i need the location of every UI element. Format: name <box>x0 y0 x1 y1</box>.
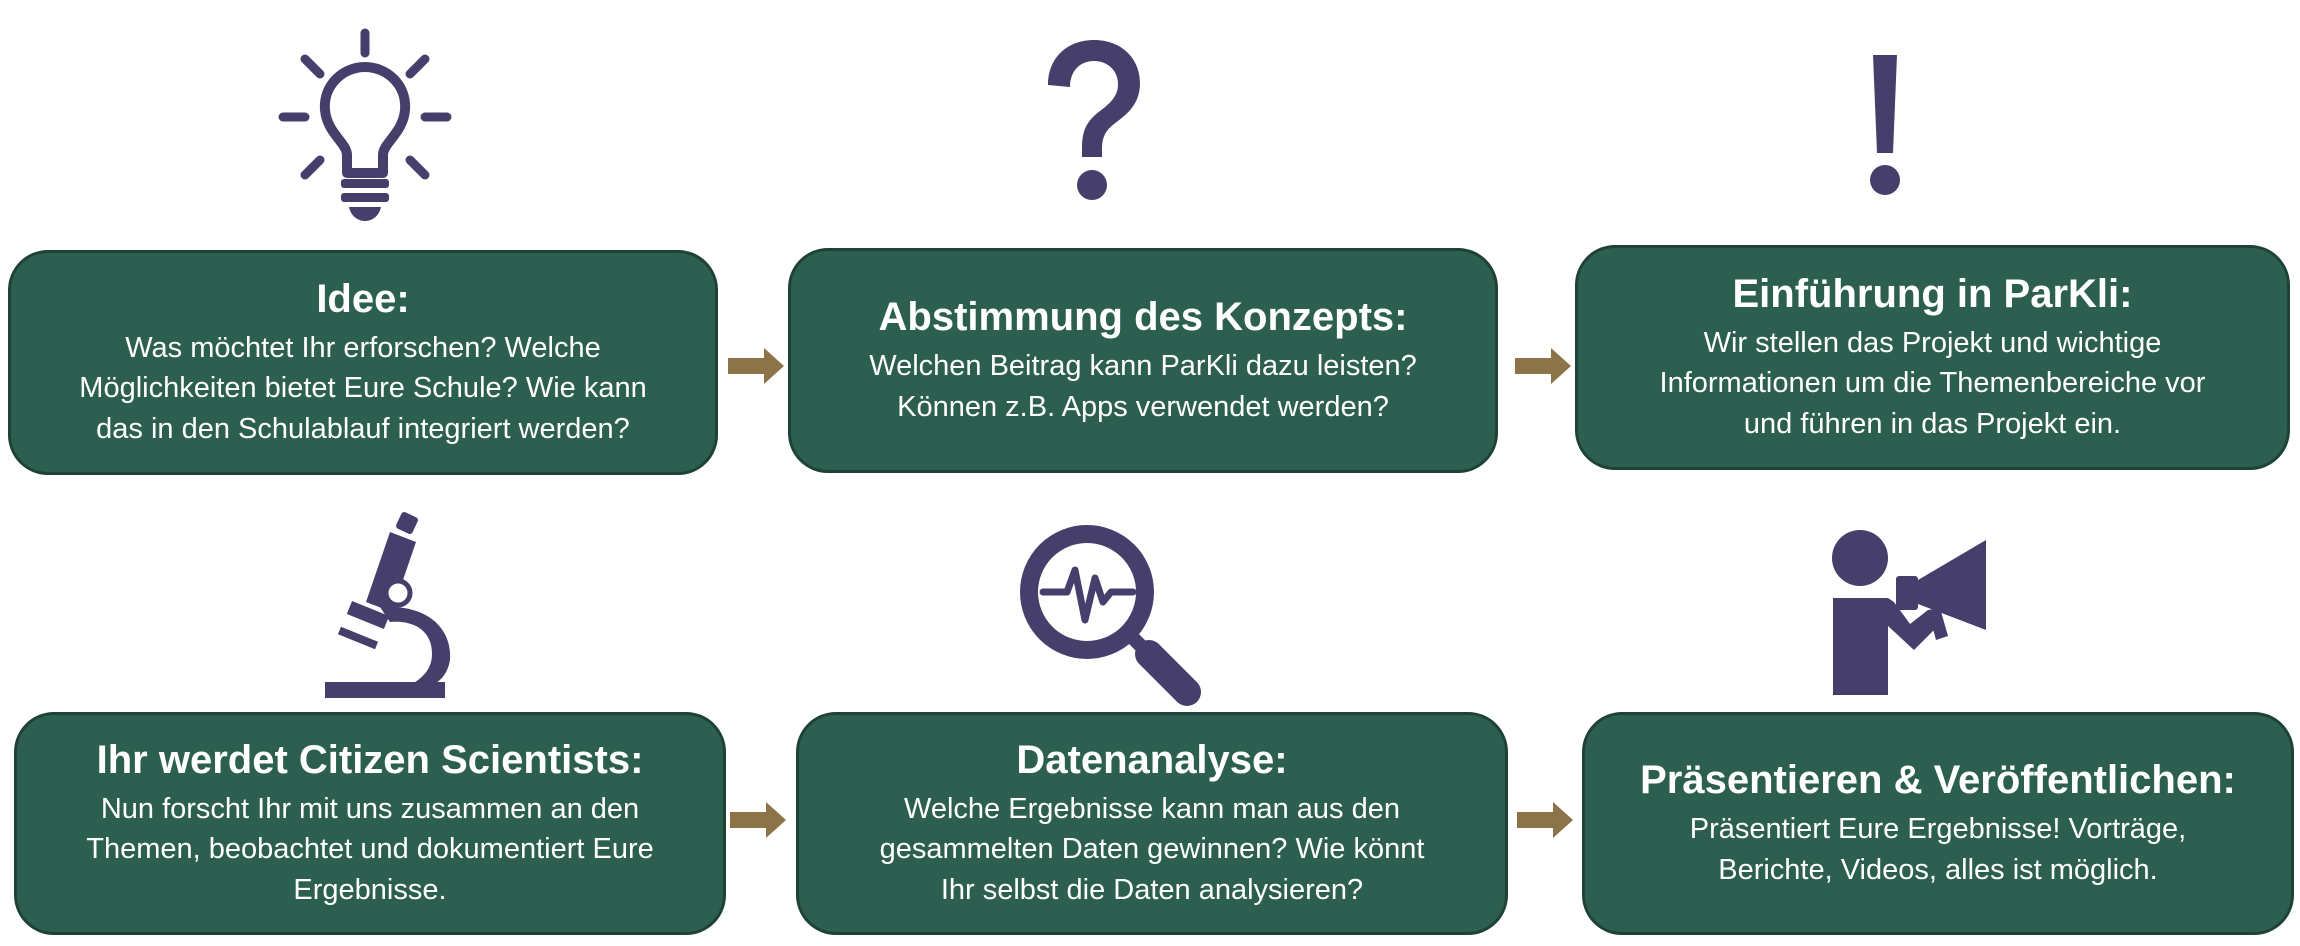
step-title: Präsentieren & Veröffentlichen: <box>1640 758 2236 803</box>
question-mark-icon <box>1038 35 1148 205</box>
step-card-idea: Idee: Was möchtet Ihr erforschen? Welche… <box>8 250 718 475</box>
step-description: Präsentiert Eure Ergebnisse! Vorträge, B… <box>1689 813 2187 886</box>
microscope-icon <box>320 512 455 702</box>
magnifier-analysis-icon <box>1015 520 1205 710</box>
step-title: Ihr werdet Citizen Scientists: <box>96 738 644 783</box>
step-card-introduction: Einführung in ParKli: Wir stellen das Pr… <box>1575 245 2290 470</box>
step-title: Datenanalyse: <box>1016 738 1288 783</box>
step-card-citizen-scientists: Ihr werdet Citizen Scientists: Nun forsc… <box>14 712 726 935</box>
step-description: Welche Ergebnisse kann man aus den gesam… <box>879 793 1425 906</box>
step-card-concept: Abstimmung des Konzepts: Welchen Beitrag… <box>788 248 1498 473</box>
megaphone-person-icon <box>1828 530 1998 695</box>
step-description: Was möchtet Ihr erforschen? Welche Mögli… <box>79 332 647 445</box>
step-description: Nun forscht Ihr mit uns zusammen an den … <box>86 793 654 906</box>
flow-arrow <box>728 348 784 384</box>
flow-arrow <box>1517 802 1573 838</box>
step-title: Abstimmung des Konzepts: <box>878 295 1408 340</box>
flow-arrow <box>730 802 786 838</box>
step-card-data-analysis: Datenanalyse: Welche Ergebnisse kann man… <box>796 712 1508 935</box>
step-description: Wir stellen das Projekt und wichtige Inf… <box>1659 327 2206 440</box>
step-description: Welchen Beitrag kann ParKli dazu leisten… <box>869 350 1417 423</box>
lightbulb-icon <box>275 25 455 225</box>
step-card-presentation: Präsentieren & Veröffentlichen: Präsenti… <box>1582 712 2294 935</box>
flow-arrow <box>1515 348 1571 384</box>
step-title: Einführung in ParKli: <box>1732 272 2133 317</box>
step-title: Idee: <box>316 277 410 322</box>
exclamation-mark-icon <box>1860 50 1910 200</box>
